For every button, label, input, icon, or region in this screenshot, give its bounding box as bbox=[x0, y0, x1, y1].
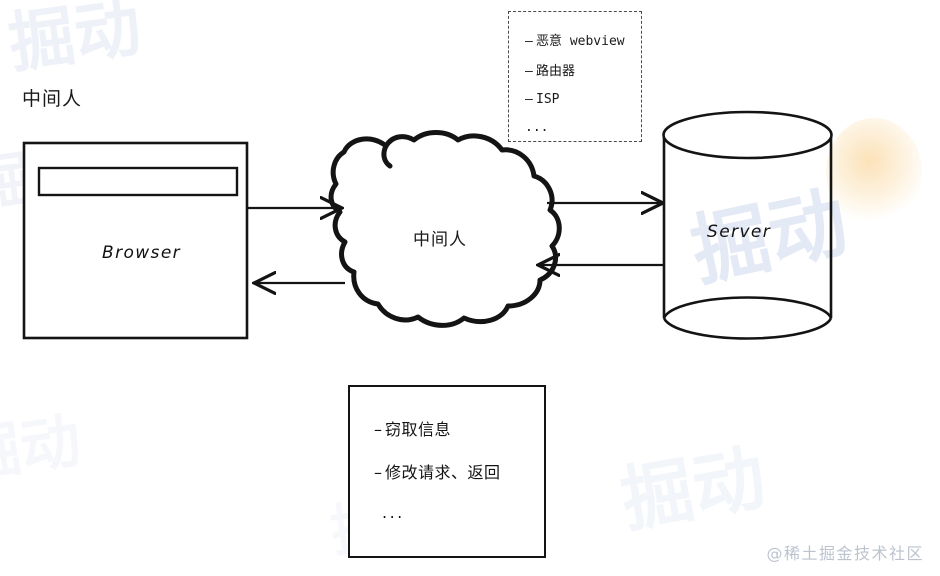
list-item: –修改请求、返回 bbox=[374, 459, 501, 483]
bullet-dash: – bbox=[525, 34, 533, 49]
bullet-dash: – bbox=[374, 420, 383, 439]
bullet-dash: – bbox=[525, 64, 533, 79]
list-item: –ISP bbox=[525, 92, 559, 107]
list-item-label: 恶意 webview bbox=[536, 34, 625, 49]
list-item-label: 路由器 bbox=[536, 64, 576, 79]
browser-address-bar[interactable] bbox=[37, 166, 239, 197]
list-item-label: 窃取信息 bbox=[385, 420, 452, 439]
list-item: –窃取信息 bbox=[374, 416, 451, 440]
list-item-ellipsis: ... bbox=[382, 503, 405, 522]
browser-window bbox=[22, 141, 249, 340]
browser-label: Browser bbox=[102, 243, 182, 263]
page-title: 中间人 bbox=[22, 88, 83, 110]
list-item-label: 修改请求、返回 bbox=[385, 463, 501, 482]
bullet-dash: – bbox=[374, 463, 383, 482]
mitm-cloud-label: 中间人 bbox=[413, 230, 467, 250]
list-item-label: ISP bbox=[536, 92, 560, 107]
attacker-vector-list: –恶意 webview –路由器 –ISP ... bbox=[508, 11, 642, 142]
consequences-box: –窃取信息 –修改请求、返回 ... bbox=[348, 385, 546, 558]
server-label: Server bbox=[707, 222, 772, 242]
server-cylinder bbox=[662, 110, 833, 340]
list-item: –恶意 webview bbox=[525, 30, 625, 49]
list-item-ellipsis: ... bbox=[525, 120, 549, 135]
site-watermark: @稀土掘金技术社区 bbox=[766, 544, 924, 563]
bullet-dash: – bbox=[525, 92, 533, 107]
flow-arrows bbox=[248, 203, 663, 283]
list-item: –路由器 bbox=[525, 60, 575, 79]
